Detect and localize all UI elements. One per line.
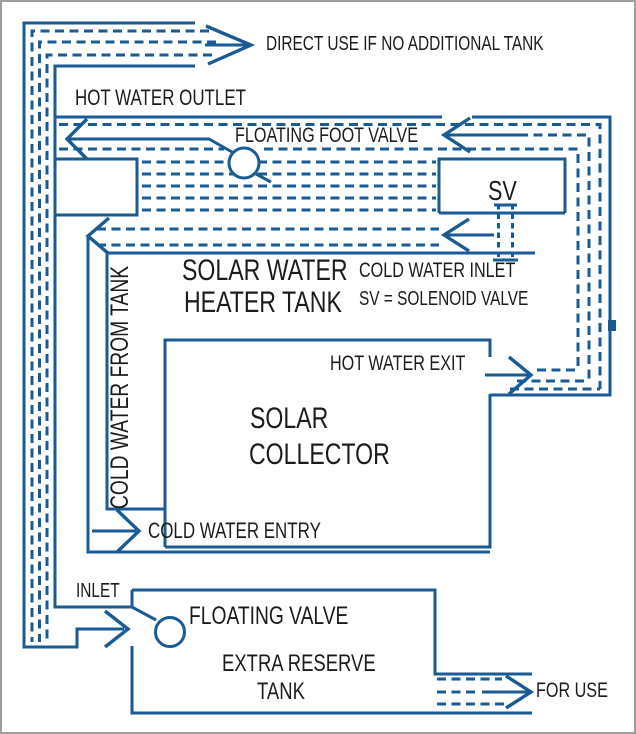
dash-left-col-2 [38, 40, 216, 642]
pipes-dashed [30, 29, 602, 706]
label-inlet: INLET [76, 580, 120, 602]
heater-tank-box [55, 157, 139, 217]
floating-foot-valve-icon [227, 146, 261, 180]
dash-left-col-1 [30, 29, 209, 642]
label-floating-valve: FLOATING VALVE [189, 602, 349, 630]
sv-box [437, 157, 567, 215]
dash-left-col-3 [45, 53, 212, 642]
label-heater-tank-line1: SOLAR WATER [182, 254, 348, 287]
arrow-return-left [440, 116, 471, 154]
valves [154, 146, 616, 648]
label-cold-water-from-tank: COLD WATER FROM TANK [106, 265, 134, 509]
dash-inlet-band [97, 227, 439, 247]
arrow-inlet [103, 609, 131, 649]
floating-valve-icon [154, 616, 186, 648]
arrow-for-use [505, 674, 535, 710]
label-cold-water-entry: COLD WATER ENTRY [148, 518, 321, 543]
arrow-mid-left [85, 216, 111, 256]
label-collector-line1: SOLAR [250, 402, 329, 435]
dash-return-3 [59, 147, 580, 372]
label-hot-water-exit: HOT WATER EXIT [330, 352, 466, 375]
label-hot-water-outlet: HOT WATER OUTLET [75, 85, 246, 110]
pipe-cold-supply-left [53, 64, 195, 622]
label-for-use: FOR USE [536, 679, 608, 702]
label-floating-foot-valve: FLOATING FOOT VALVE [235, 124, 418, 147]
dash-return-2 [517, 133, 591, 383]
label-reserve-tank-line1: EXTRA RESERVE [222, 650, 376, 677]
label-collector-line2: COLLECTOR [249, 438, 390, 471]
label-heater-tank-line2: HEATER TANK [184, 286, 342, 319]
label-reserve-tank-line2: TANK [257, 678, 305, 705]
dash-band-rows [142, 160, 436, 212]
pipe-outer-left [22, 21, 195, 649]
pipe-cold-down [86, 236, 490, 554]
arrow-direct-use [205, 24, 256, 66]
dash-return-1 [59, 123, 602, 391]
dash-for-use [437, 677, 509, 706]
pipe-joint-tab [608, 320, 616, 331]
arrow-mid-right [440, 217, 470, 253]
label-sv: SV [488, 175, 517, 206]
collector-box [163, 338, 492, 549]
pipe-hot-return-top-right [55, 115, 612, 397]
arrow-cold-entry [115, 508, 142, 554]
label-sv-legend: SV = SOLENOID VALVE [359, 288, 529, 310]
strip-cold-from-tank [105, 253, 165, 511]
label-direct-use: DIRECT USE IF NO ADDITIONAL TANK [266, 33, 544, 55]
reserve-tank-box [130, 588, 532, 715]
label-cold-water-inlet: COLD WATER INLET [359, 259, 516, 282]
